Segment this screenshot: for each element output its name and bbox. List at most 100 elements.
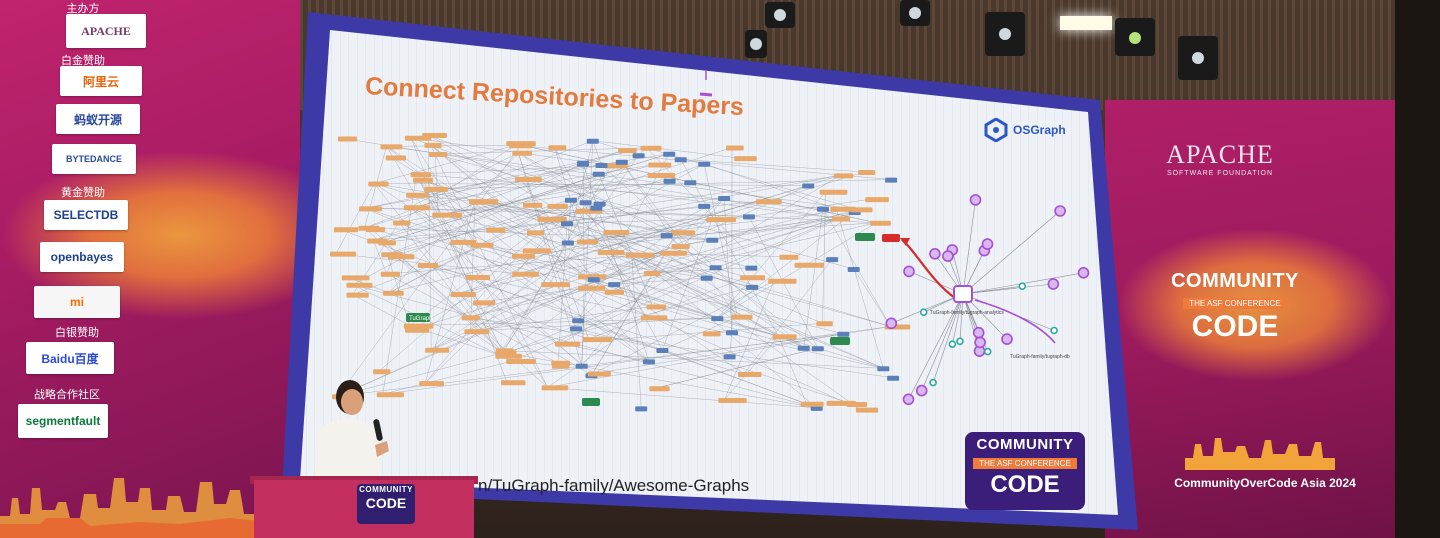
graph-node xyxy=(674,157,687,163)
graph-node xyxy=(495,353,522,359)
graph-edge xyxy=(554,147,584,242)
graph-edge xyxy=(577,153,670,321)
graph-node xyxy=(393,220,411,226)
graph-node xyxy=(404,135,432,141)
graph-node xyxy=(831,216,851,222)
graph-node xyxy=(376,392,404,398)
graph-node xyxy=(663,151,676,157)
graph-node xyxy=(552,363,570,369)
graph-node xyxy=(383,290,404,296)
graph-edge xyxy=(543,218,884,369)
graph-node xyxy=(555,341,581,347)
graph-node xyxy=(802,183,815,189)
sponsor-heading: 白银赞助 xyxy=(55,327,99,339)
graph-edge xyxy=(601,164,804,348)
graph-edge xyxy=(352,284,817,409)
graph-node xyxy=(642,359,655,365)
cc-community-word: COMMUNITY xyxy=(976,436,1074,453)
graph-edge xyxy=(501,165,612,356)
graph-node xyxy=(413,177,433,183)
graph-edge xyxy=(743,258,833,375)
graph-edge xyxy=(962,199,976,295)
graph-teal-node xyxy=(983,347,992,356)
graph-node xyxy=(341,275,370,281)
graph-node xyxy=(625,252,655,258)
graph-edge xyxy=(603,171,865,253)
graph-node xyxy=(582,337,612,343)
graph-node xyxy=(851,207,873,213)
graph-edge xyxy=(431,231,610,350)
graph-edge xyxy=(588,276,747,340)
graph-node xyxy=(515,177,542,182)
graph-node xyxy=(632,153,645,159)
graph-node xyxy=(575,363,588,369)
graph-node xyxy=(578,285,606,291)
stage-pillar xyxy=(1395,0,1440,538)
graph-edge xyxy=(335,183,375,254)
graph-edge xyxy=(418,179,503,351)
graph-edge xyxy=(373,200,762,241)
graph-edge xyxy=(337,252,667,397)
graph-edge xyxy=(621,161,738,317)
graph-edge xyxy=(374,183,534,233)
graph-edge xyxy=(438,180,670,215)
osgraph-logo: OSGraph xyxy=(984,118,1066,142)
graph-node xyxy=(522,248,552,254)
graph-edge xyxy=(603,251,653,307)
graph-node xyxy=(615,159,628,165)
graph-node xyxy=(380,144,403,150)
graph-node xyxy=(586,138,599,144)
graph-node xyxy=(470,199,489,205)
graph-node xyxy=(830,206,856,212)
graph-edge xyxy=(409,206,519,257)
graph-node xyxy=(635,406,648,412)
graph-edge xyxy=(387,173,599,255)
graph-node xyxy=(561,221,573,227)
graph-node xyxy=(656,348,669,353)
graph-node xyxy=(698,203,711,209)
graph-node xyxy=(819,189,848,195)
graph-edge xyxy=(610,291,779,337)
cc-tagline: THE ASF CONFERENCE xyxy=(973,458,1077,469)
graph-node xyxy=(671,244,690,249)
graph-node xyxy=(570,326,583,332)
graph-node xyxy=(649,386,670,392)
graph-node xyxy=(885,177,898,183)
graph-node xyxy=(425,347,450,353)
graph-node xyxy=(541,282,570,288)
center-repo-label: TuGraph-family/tugraph-analytics xyxy=(930,310,1004,316)
sponsor-logo-apache: APACHE xyxy=(66,14,146,48)
graph-edge xyxy=(583,287,650,362)
city-skyline-illustration xyxy=(0,478,270,538)
graph-teal-node xyxy=(1018,282,1027,291)
graph-edge xyxy=(520,178,838,219)
graph-node xyxy=(512,150,532,156)
graph-edge xyxy=(365,161,622,209)
graph-edge xyxy=(467,222,877,318)
graph-node xyxy=(385,155,406,161)
graph-node xyxy=(698,161,711,167)
graph-edge xyxy=(501,155,639,353)
graph-node xyxy=(877,366,890,372)
graph-edge xyxy=(479,302,589,340)
graph-node xyxy=(811,346,824,352)
paper-node xyxy=(830,337,850,345)
graph-node xyxy=(465,275,490,280)
community-over-code-logo: COMMUNITY THE ASF CONFERENCE CODE xyxy=(1170,270,1300,343)
graph-edge xyxy=(891,293,964,324)
graph-node xyxy=(330,251,357,257)
graph-edge xyxy=(560,343,649,362)
graph-node xyxy=(572,318,585,324)
graph-teal-node xyxy=(1050,326,1058,335)
stage-light xyxy=(900,0,930,26)
graph-node xyxy=(718,196,731,201)
graph-edge xyxy=(391,157,585,277)
graph-edge xyxy=(373,164,655,241)
graph-edge xyxy=(374,183,809,186)
graph-node xyxy=(358,225,380,231)
graph-edge xyxy=(423,264,853,405)
graph-node xyxy=(858,170,876,175)
highlighted-node xyxy=(882,234,900,242)
title-accent-mark xyxy=(699,92,713,97)
